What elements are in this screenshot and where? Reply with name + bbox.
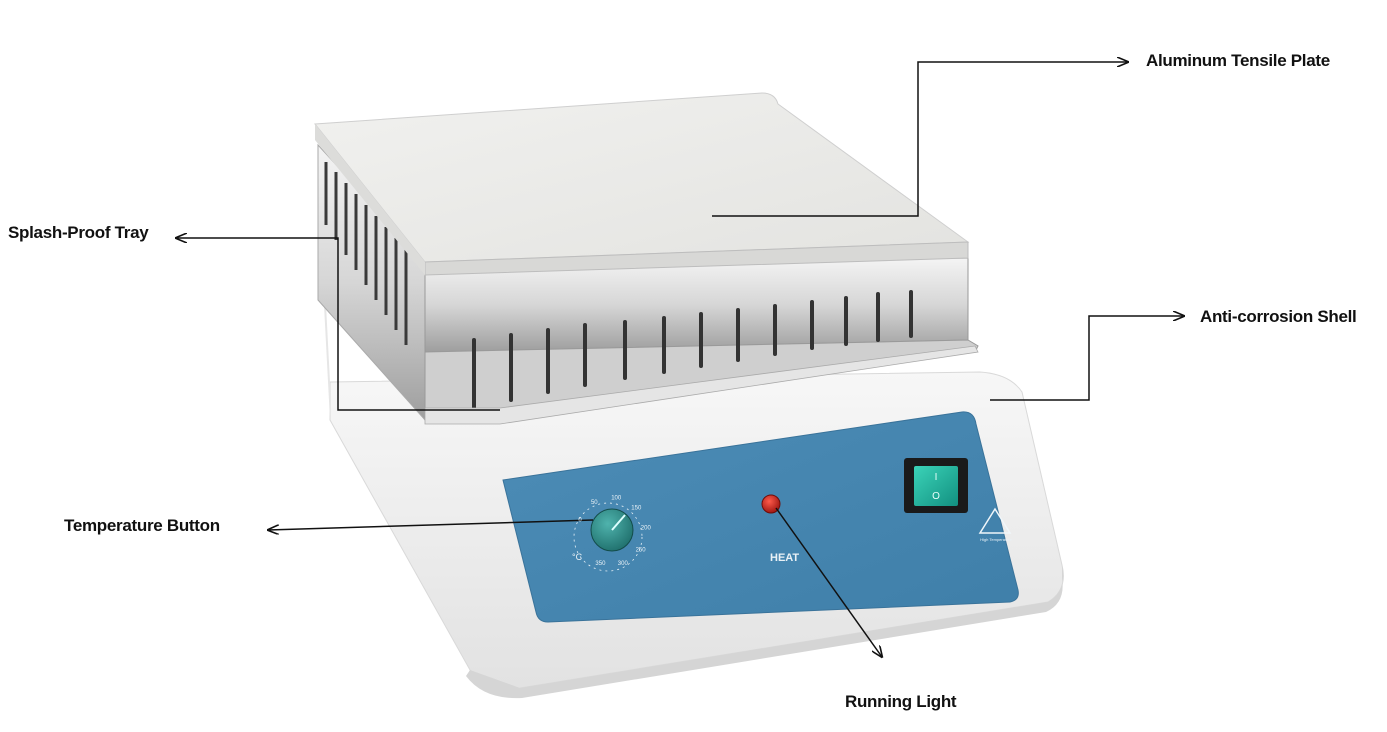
leader-lines xyxy=(176,62,1184,657)
callout-anti-corrosion-shell: Anti-corrosion Shell xyxy=(1200,307,1357,326)
heat-label: HEAT xyxy=(770,552,799,564)
dial-scale xyxy=(573,502,643,572)
hot-surface-warning-icon: High Temperature xyxy=(978,507,1013,542)
splash-proof-tray xyxy=(424,257,979,425)
leader-shell xyxy=(990,316,1184,401)
dial-tick-label: 50 xyxy=(591,500,598,506)
leader-splash-tray xyxy=(176,238,500,411)
switch-off-mark: O xyxy=(932,491,940,502)
dial-tick-label: 150 xyxy=(631,505,642,511)
dial-tick-label: 200 xyxy=(641,526,652,532)
callout-splash-proof-tray: Splash-Proof Tray xyxy=(8,223,149,242)
control-panel xyxy=(502,411,1019,623)
leader-temperature-button xyxy=(268,519,594,530)
leader-aluminum-plate xyxy=(712,62,1128,217)
aluminum-tensile-plate xyxy=(314,92,970,276)
dial-tick-label: 300 xyxy=(618,561,629,567)
temperature-button[interactable]: °C xyxy=(572,502,643,572)
dial-tick-label: 100 xyxy=(611,495,622,501)
dial-tick-label: 250 xyxy=(636,547,647,553)
callout-aluminum-tensile-plate: Aluminum Tensile Plate xyxy=(1146,51,1330,70)
warning-text: High Temperature xyxy=(980,537,1012,542)
callout-running-light: Running Light xyxy=(845,692,957,711)
dial-tick-label: 0 xyxy=(578,517,582,523)
power-switch[interactable]: I O xyxy=(904,458,968,513)
callout-temperature-button: Temperature Button xyxy=(64,516,220,535)
knob-pointer xyxy=(611,514,626,531)
dial-tick-label: 350 xyxy=(595,561,606,567)
switch-on-mark: I xyxy=(935,472,938,483)
leader-running-light xyxy=(775,507,882,657)
dial-unit: °C xyxy=(572,552,583,562)
